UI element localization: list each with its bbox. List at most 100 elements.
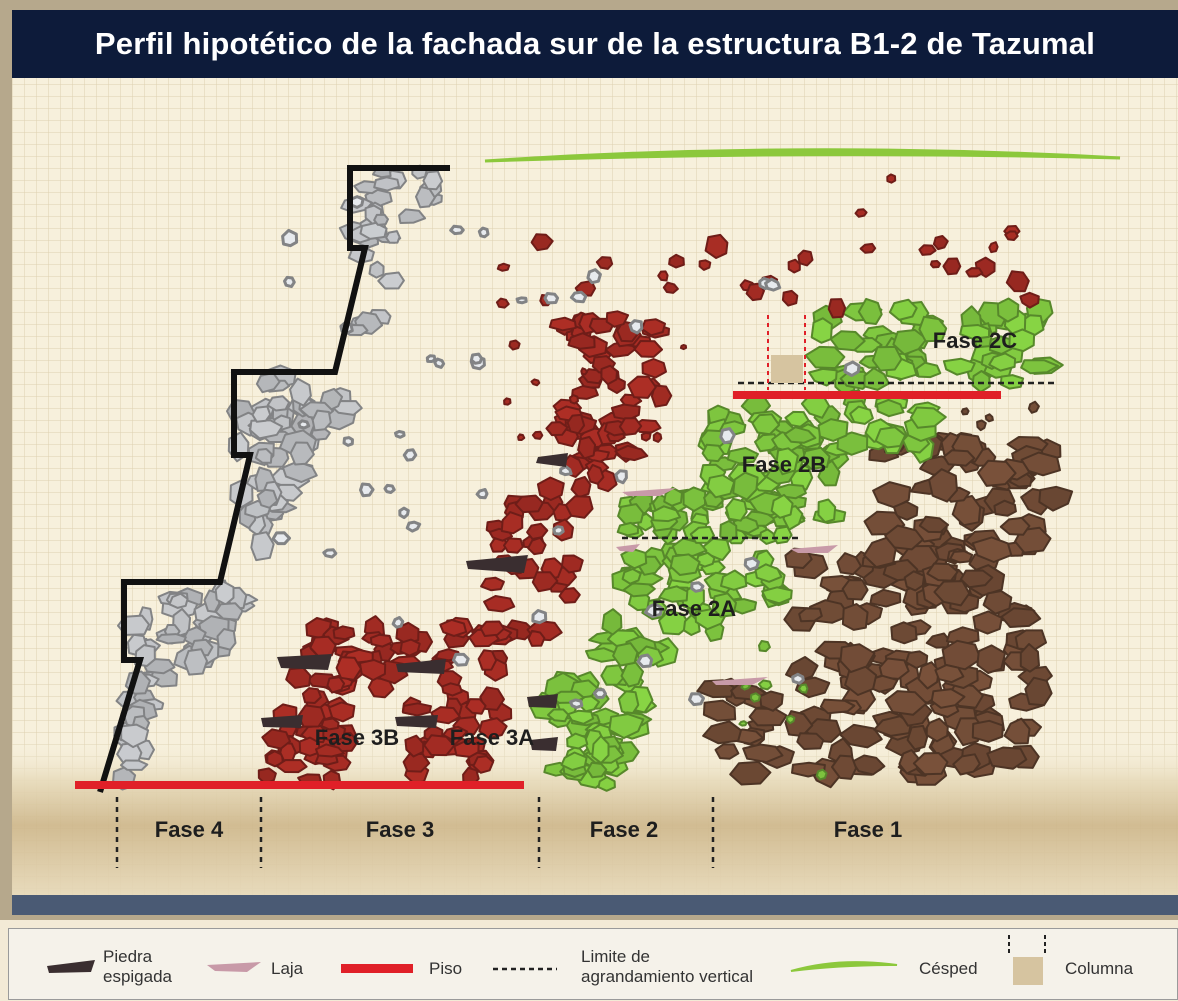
fase3-stone <box>650 384 673 408</box>
fase4-rubble <box>283 275 296 289</box>
fase4-rubble <box>405 520 422 533</box>
fase3-rubble <box>704 233 729 259</box>
fase3-rubble <box>1019 291 1040 309</box>
fase4-stone <box>214 602 244 621</box>
fase4-rubble <box>543 292 560 305</box>
fase4-stone <box>254 448 273 464</box>
fase4-stone <box>251 405 272 423</box>
fase2b-stone <box>616 521 639 537</box>
fase2b-stone <box>663 486 683 507</box>
fase2c-stone <box>810 317 833 344</box>
fase3-stone <box>261 728 291 750</box>
columna <box>771 355 803 383</box>
fase3-stone <box>285 666 312 689</box>
laja-slabs <box>616 488 838 685</box>
fase3-rubble <box>854 208 868 218</box>
fase3-rubble <box>530 378 541 387</box>
fase3-stone <box>404 734 425 758</box>
fase2b-stone <box>875 398 905 418</box>
fase3-rubble <box>859 242 877 254</box>
fase3-stone <box>369 633 393 648</box>
fase2a-stone <box>669 553 701 576</box>
fase3-stone <box>560 554 584 574</box>
fase2b-stone <box>783 426 817 444</box>
phase-label-fase2: Fase 2 <box>590 817 659 842</box>
fase1-stone <box>759 690 784 712</box>
piso-floor-fase2c <box>733 391 1001 399</box>
fase2a-stone <box>547 708 570 723</box>
fase1-stone <box>839 723 883 749</box>
fase2b-stone <box>732 471 759 501</box>
fase3-rubble <box>1004 230 1019 241</box>
fase3-stone <box>640 318 666 337</box>
fase3-rubble <box>988 241 999 254</box>
fase1-stone <box>1027 400 1040 414</box>
fase3-stone <box>618 417 643 436</box>
fase3-stone <box>633 340 663 358</box>
fase4-rubble <box>843 360 861 377</box>
fase1-stone <box>702 699 737 722</box>
fase3-stone <box>531 571 559 593</box>
fase4-stone <box>155 633 187 645</box>
fase4-rubble <box>469 352 484 365</box>
fase2b-stone <box>849 405 874 425</box>
fase1-stone <box>1038 485 1074 512</box>
fase2-stone <box>815 768 828 781</box>
cesped-grass <box>484 148 1121 163</box>
fase2a-stone <box>658 609 691 636</box>
fase3-stone <box>627 375 657 399</box>
fase1-stone <box>884 690 928 716</box>
fase3-rubble <box>918 244 937 256</box>
fase1-stone <box>841 579 869 601</box>
fase2c-stone <box>988 352 1017 372</box>
fase1-stone <box>934 664 965 684</box>
fase4-stone <box>249 419 284 440</box>
fase2b-stone <box>770 493 794 519</box>
fase1-stone <box>702 720 742 745</box>
fase3-stone <box>335 656 362 681</box>
fase3-rubble <box>580 367 589 376</box>
fase3-rubble <box>503 397 512 406</box>
fase2a-stone <box>658 585 689 603</box>
fase3-rubble <box>640 431 652 442</box>
fase4-rubble <box>688 692 705 707</box>
fase2b-stone <box>719 520 738 543</box>
fase4-stone <box>183 648 208 676</box>
fase3-stone <box>526 522 549 540</box>
fase1-stone <box>976 419 987 432</box>
fase4-stone <box>359 221 388 240</box>
fase1-stone <box>836 552 862 576</box>
piedra-espigada <box>536 453 568 467</box>
fase3-stone <box>600 364 618 386</box>
fase4-stone <box>422 170 444 191</box>
fase2c-stone <box>915 361 942 379</box>
fase4-rubble <box>559 465 573 477</box>
fase1-stone <box>831 754 858 780</box>
fase2c-stone <box>871 345 903 372</box>
legend-piedra-espigada-label: Piedra espigada <box>103 947 173 986</box>
fase2c-stone <box>829 330 866 352</box>
fase1-stone <box>971 719 1004 743</box>
legend-cesped-swatch <box>790 961 898 972</box>
fase3-stone <box>480 576 505 592</box>
fase4-stone <box>266 395 291 412</box>
fase4-rubble <box>477 226 490 239</box>
fase1-stone <box>869 588 902 608</box>
fase1-stone <box>1024 676 1053 707</box>
piedra-espigada <box>261 715 303 728</box>
fase3-rubble <box>662 281 679 294</box>
fase3-stone <box>402 702 432 717</box>
fase3-rubble <box>932 235 949 251</box>
fase1-stone <box>742 743 784 764</box>
fase3-rubble <box>531 430 544 440</box>
fase2c-stone <box>996 297 1020 323</box>
fase4-stone <box>373 213 389 226</box>
fase4-stone <box>398 208 427 224</box>
fase2c-stone <box>1020 359 1059 375</box>
fase3-stone <box>514 494 544 514</box>
label-fase-3b: Fase 3B <box>315 725 399 750</box>
fase2b-stone <box>801 446 831 470</box>
fase2a-stone <box>720 569 748 591</box>
profile-diagram: Fase 2C Fase 2B Fase 2A Fase 3B Fase 3A … <box>12 78 1178 895</box>
fase1-stone <box>863 536 897 569</box>
